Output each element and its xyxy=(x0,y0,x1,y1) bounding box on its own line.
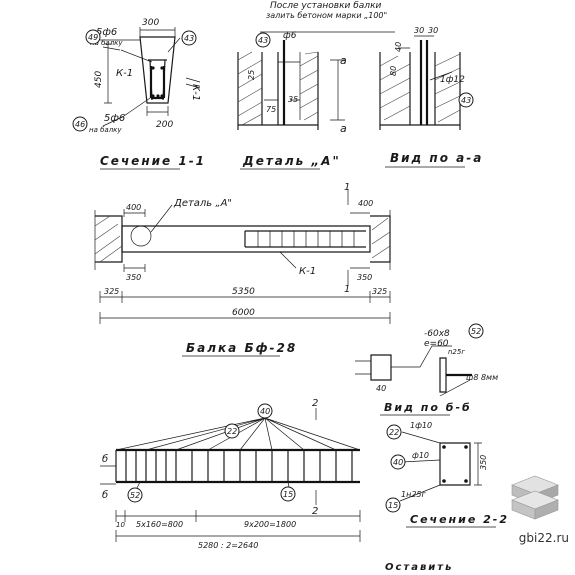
weld-8mm: ш8 8мм xyxy=(466,373,498,382)
section-1-1 xyxy=(100,27,201,127)
frame-cut-b-bottom: б xyxy=(102,489,108,501)
beam-dim-400-l: 400 xyxy=(126,203,141,212)
detail-dim-35: 35 xyxy=(288,95,298,104)
caption-view-a-a: Вид по а-а xyxy=(390,151,483,165)
beam-dim-400-r: 400 xyxy=(358,199,373,208)
rebar-frame xyxy=(100,408,361,542)
mark-40-sec-text: 40 xyxy=(393,458,403,467)
sec22-dim-350: 350 xyxy=(479,455,488,470)
sec-dim-top: 300 xyxy=(142,18,159,28)
label-5d6-bottom: 5ф6 xyxy=(104,113,125,124)
view-b-b xyxy=(355,345,472,397)
sec-dim-height: 450 xyxy=(94,71,104,88)
mark-22-frame-text: 22 xyxy=(227,427,237,436)
view-dim-40: 40 xyxy=(394,42,403,52)
mark-43-view xyxy=(458,92,474,108)
beam-cut-1-top: 1 xyxy=(344,182,350,193)
beam-cut-1-bottom: 1 xyxy=(344,284,350,295)
mark-15-sec-text: 15 xyxy=(388,501,398,510)
note-after-install-1: После установки балки xyxy=(270,1,381,11)
beam-dim-6000: 6000 xyxy=(232,308,255,318)
mark-43-sec-text: 43 xyxy=(184,34,194,43)
mark-52-frame xyxy=(127,487,143,503)
mark-15-sec xyxy=(385,497,401,513)
cut-a-bottom: а xyxy=(340,122,347,135)
mark-43-sec xyxy=(181,30,197,46)
beam-dim-325-l: 325 xyxy=(104,287,119,296)
mark-22-frame xyxy=(224,423,240,439)
beam-dim-350-r: 350 xyxy=(357,273,372,282)
mark-43-view-text: 43 xyxy=(461,96,471,105)
caption-beam: Балка Бф-28 xyxy=(186,341,297,355)
frame-dim-9x200: 9х200=1800 xyxy=(244,520,296,529)
mark-40-frame-text: 40 xyxy=(260,407,270,416)
beam-dim-325-r: 325 xyxy=(372,287,387,296)
mark-43-detail xyxy=(255,32,271,48)
label-on-beam-bottom: на балку xyxy=(89,126,122,134)
mark-52-frame-text: 52 xyxy=(130,491,140,500)
frame-dim-10: 10 xyxy=(116,521,125,529)
view-a-a xyxy=(379,35,461,130)
caption-section-2-2: Сечение 2-2 xyxy=(410,513,509,526)
label-5d6-top: 5ф6 xyxy=(96,27,117,38)
mark-49 xyxy=(85,29,101,45)
frame-cut-2-bottom: 2 xyxy=(312,506,318,517)
cut-a-top: а xyxy=(340,54,347,67)
detail-dim-25: 25 xyxy=(247,70,256,80)
label-k1-cut: К-1 xyxy=(190,84,201,101)
mark-15-frame-text: 15 xyxy=(283,490,293,499)
beam-dim-5350: 5350 xyxy=(232,287,255,297)
mark-22-sec-text: 22 xyxy=(389,428,399,437)
mark-22-sec xyxy=(386,424,402,440)
label-k1: К-1 xyxy=(116,68,133,79)
note-after-install-2: залить бетоном марки „100" xyxy=(266,11,387,20)
logo-cubes-icon xyxy=(511,475,559,520)
detail-dim-75: 75 xyxy=(266,105,276,114)
section-2-2 xyxy=(399,431,482,502)
mark-52-vb xyxy=(468,323,484,339)
frame-cut-2-top: 2 xyxy=(312,398,318,409)
beam-k1: К-1 xyxy=(299,266,316,277)
plate-e60: е=60 xyxy=(424,339,449,349)
vb-dim-40: 40 xyxy=(376,384,386,393)
sec22-weld: 1н25г xyxy=(401,490,427,499)
mark-40-frame xyxy=(257,403,273,419)
mark-46 xyxy=(72,116,88,132)
mark-40-sec xyxy=(390,454,406,470)
sec22-d10-top: 1ф10 xyxy=(410,421,432,430)
beam-dim-350-l: 350 xyxy=(126,273,141,282)
sec22-d10-mid: ф10 xyxy=(412,451,429,460)
view-d12: 1ф12 xyxy=(440,75,465,85)
view-dim-30b: 30 xyxy=(428,26,438,35)
weld-25g: n25г xyxy=(448,348,465,356)
mark-46-text: 46 xyxy=(75,120,85,129)
sec-dim-bottom: 200 xyxy=(156,120,173,130)
beam-elevation xyxy=(94,190,391,324)
beam-detail-a-ref: Деталь „А" xyxy=(173,198,232,209)
mark-49-text: 49 xyxy=(88,33,98,42)
mark-15-frame xyxy=(280,486,296,502)
caption-section-1-1: Сечение 1-1 xyxy=(100,154,206,168)
frame-dim-total: 5280 : 2=2640 xyxy=(198,541,258,550)
frame-dim-5x160: 5х160=800 xyxy=(136,520,183,529)
caption-bottom-cut: Оставить xyxy=(385,562,453,573)
logo-site-text: gbi22.ru xyxy=(518,531,569,545)
caption-view-b-b: Вид по б-б xyxy=(384,401,472,414)
detail-d6: ф6 xyxy=(283,31,297,41)
view-dim-80: 80 xyxy=(389,66,398,76)
detail-a xyxy=(237,31,395,130)
plate-60x8: -60х8 xyxy=(424,329,450,339)
view-dim-30a: 30 xyxy=(414,26,424,35)
caption-detail-a: Деталь „А" xyxy=(242,154,341,168)
mark-52-vb-text: 52 xyxy=(471,327,481,336)
label-on-beam-top: на балку xyxy=(90,39,123,47)
frame-cut-b-top: б xyxy=(102,453,108,465)
mark-43-detail-text: 43 xyxy=(258,36,268,45)
